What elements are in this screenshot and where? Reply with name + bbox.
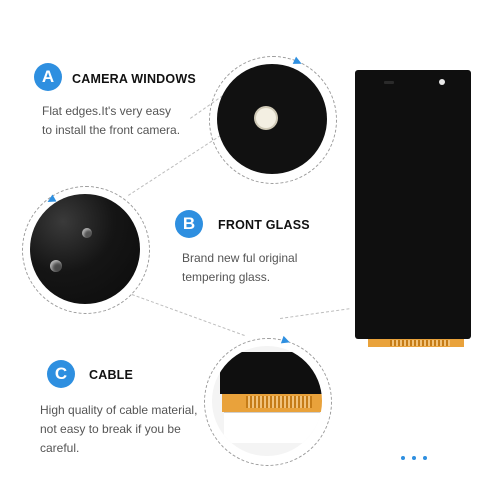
panel-frame: [224, 412, 320, 443]
callout-front-glass: [30, 194, 140, 304]
earpiece-slot: [384, 81, 394, 84]
callout-cable: [212, 346, 322, 456]
glass-reflection-icon: [82, 228, 92, 238]
feature-desc-glass-line2: tempering glass.: [182, 270, 271, 284]
decor-dot: [412, 456, 416, 460]
feature-title-cable: CABLE: [89, 368, 134, 382]
cable-contacts: [246, 396, 312, 408]
badge-c: C: [47, 360, 75, 388]
connector-line-c: [280, 308, 350, 319]
badge-b: B: [175, 210, 203, 238]
feature-desc-camera-line2: to install the front camera.: [42, 123, 181, 137]
panel-edge: [220, 352, 322, 394]
callout-ring-c: [204, 338, 332, 466]
feature-desc-cable-line2: not easy to break if you be: [40, 422, 181, 436]
decor-dot: [401, 456, 405, 460]
glass-reflection-icon: [50, 260, 62, 272]
lcd-display-panel: [355, 70, 471, 339]
callout-ring-b: [22, 186, 150, 314]
badge-a: A: [34, 63, 62, 91]
decor-dot: [423, 456, 427, 460]
connector-line-a-lower: [128, 135, 221, 196]
connector-line-b: [131, 294, 245, 336]
feature-desc-cable-line1: High quality of cable material,: [40, 403, 198, 417]
feature-desc-glass-line1: Brand new ful original: [182, 251, 298, 265]
front-camera-icon: [439, 79, 445, 85]
feature-desc-camera-line1: Flat edges.It's very easy: [42, 104, 172, 118]
callout-ring-a: [209, 56, 337, 184]
feature-desc-cable-line3: careful.: [40, 441, 80, 455]
flex-cable-contacts: [390, 340, 450, 346]
feature-title-camera-windows: CAMERA WINDOWS: [72, 72, 196, 86]
callout-camera-window: [217, 64, 327, 174]
feature-title-front-glass: FRONT GLASS: [218, 218, 310, 232]
camera-window-icon: [256, 108, 276, 128]
